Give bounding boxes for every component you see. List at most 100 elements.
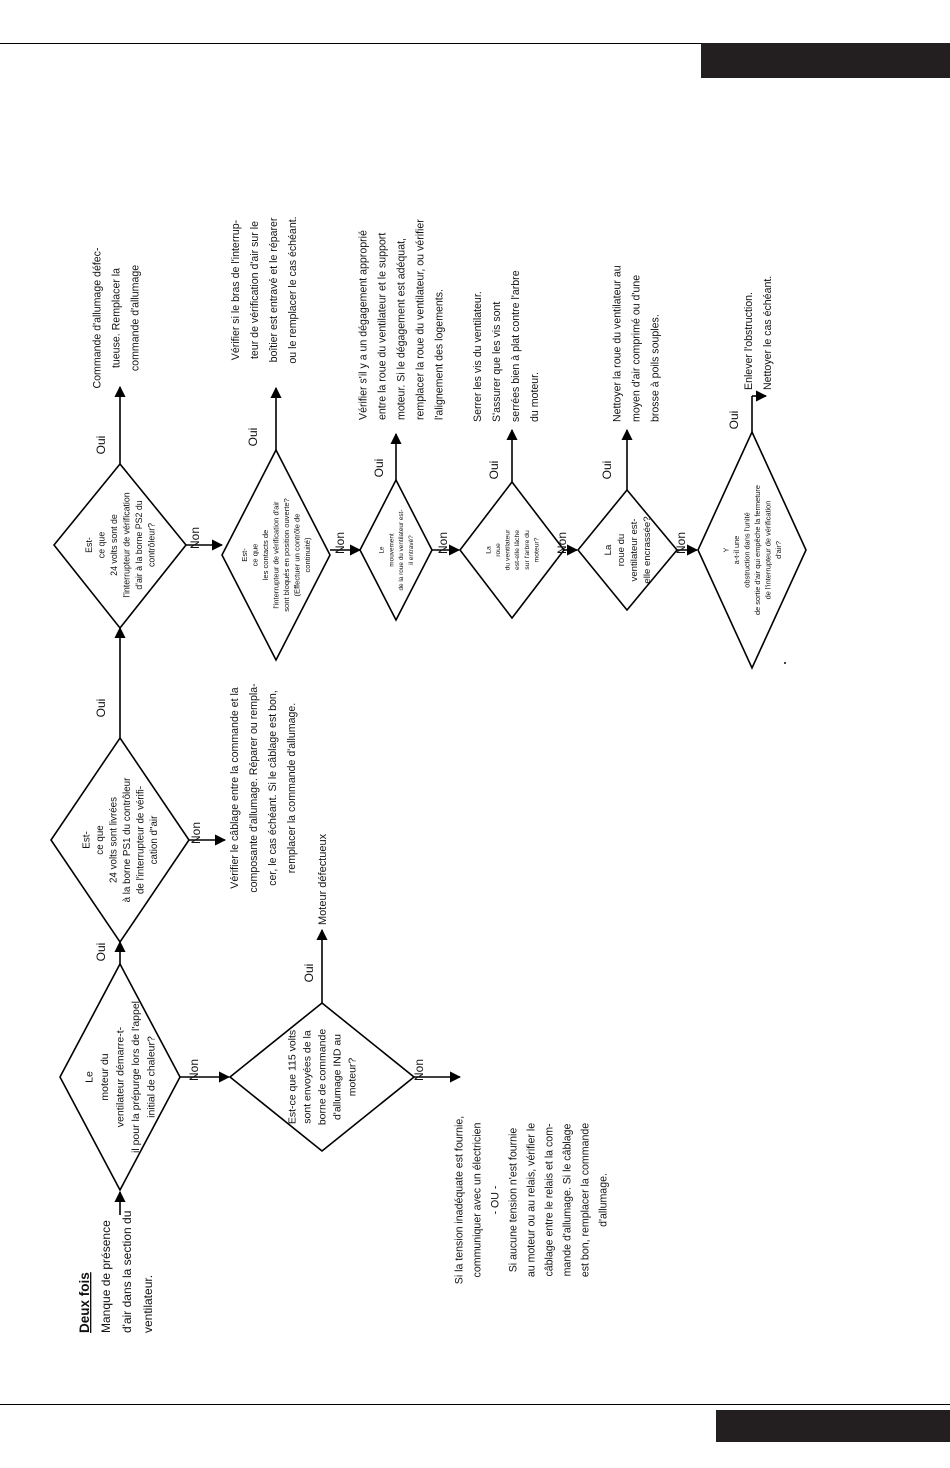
decision-text-d3-line: cation d"air xyxy=(149,815,160,864)
decision-text-d7-line: du ventilateur xyxy=(505,529,512,571)
title-line: ventilateur. xyxy=(141,1275,155,1333)
decision-text-d1-line: Le xyxy=(84,1071,96,1083)
oui-label: Oui xyxy=(94,943,108,962)
action-text-a1-line: - OU - xyxy=(490,1185,502,1214)
oui-label: Oui xyxy=(94,436,108,455)
decision-diamond-d9 xyxy=(697,430,807,670)
decision-diamond-d5 xyxy=(221,448,331,662)
oui-label: Oui xyxy=(727,411,741,430)
decision-text-d4-line: ce que xyxy=(96,532,106,559)
decision-text-d4-line: Est- xyxy=(84,537,94,553)
top-tab xyxy=(701,43,950,78)
decision-text-d7-line: La xyxy=(485,546,492,554)
action-text-a1-line: est bon, remplacer la commande xyxy=(580,1123,592,1277)
action-text-a6-line: l'alignement des logements. xyxy=(434,289,446,420)
action-text-a5-line: Vérifier si le bras de l'interrup- xyxy=(230,219,242,360)
decision-text-d2-line: sont envoyées de la xyxy=(302,1030,314,1124)
oui-label: Oui xyxy=(600,461,614,480)
non-label: Non xyxy=(333,532,347,554)
non-label: Non xyxy=(674,532,688,554)
decision-diamond-d3 xyxy=(50,736,190,944)
decision-text-d9-line: de l'interrupteur de vérification xyxy=(763,501,772,600)
decision-text-d9-line: obstruction dans l'unité xyxy=(742,512,751,587)
flowchart-title: Deux fois Manque de présence d'air dans la… xyxy=(77,1211,155,1333)
decision-text-d5-line: continuité) xyxy=(303,537,312,573)
action-text-a1-line: mande d'allumage. Si le câblage xyxy=(562,1124,574,1277)
action-text-a1-line: Si aucune tension n'est fournie xyxy=(508,1128,520,1273)
decision-diamond-d4 xyxy=(52,462,188,630)
action-text-a8-line: moyen d'air comprimé ou d'une xyxy=(631,275,643,422)
action-text-a7-line: S'assurer que les vis sont xyxy=(491,302,503,422)
decision-text-d6-line: Le xyxy=(379,546,386,554)
action-text-a4: Commande d'allumage défec-tueuse. Rempla… xyxy=(92,247,142,388)
action-text-a7-line: serrées bien à plat contre l'arbre xyxy=(510,270,522,422)
action-text-a6-line: remplacer la roue du ventilateur, ou vér… xyxy=(415,219,427,420)
action-text-a6-line: moteur. Si le dégagement est adéquat, xyxy=(396,238,408,420)
action-text-a7: Serrer les vis du ventilateur. S'assurer … xyxy=(472,270,541,422)
action-text-a3-line: composante d'allumage. Réparer ou rempla… xyxy=(248,683,260,893)
action-text-a1-line: câblage entre le relais et la com- xyxy=(544,1123,556,1277)
action-text-a9-line: Nettoyer le cas échéant. xyxy=(762,276,774,390)
decision-text-d6-line: de la roue du ventilateur est- xyxy=(398,510,405,591)
decision-text-d5-line: (Effectuer un contrôle de xyxy=(293,513,302,596)
non-label: Non xyxy=(188,527,202,549)
decision-text-d5-line: les contacts de xyxy=(261,530,270,581)
action-text-a1-line: au moteur ou au relais, vérifier le xyxy=(526,1123,538,1277)
decision-diamond-d6 xyxy=(359,478,433,622)
top-rule xyxy=(0,43,950,44)
decision-text-d7-line: sur l'arbre du xyxy=(524,530,531,570)
action-text-a5: Vérifier si le bras de l'interrup-teur d… xyxy=(230,216,299,363)
action-text-a3-line: remplacer la commande d'allumage. xyxy=(286,703,298,873)
oui-label: Oui xyxy=(372,459,386,478)
action-text-a2: Moteur défectueux xyxy=(317,833,329,925)
oui-label: Oui xyxy=(94,699,108,718)
decision-text-d7-line: roue xyxy=(495,543,502,557)
action-text-a3: Vérifier le câblage entre la commande et… xyxy=(229,683,298,893)
decision-text-d4-line: d'air à la borne PS2 du xyxy=(134,500,144,589)
decision-text-d9-line: a-t-il une xyxy=(732,536,741,565)
title-line: d'air dans la section du xyxy=(120,1211,134,1333)
decision-text-d9-line: de sortie d'air qui empêche la fermeture xyxy=(753,485,762,615)
action-text-a6: Vérifier s'il y a un dégagement appropri… xyxy=(358,219,446,420)
bottom-rule xyxy=(0,1404,950,1405)
decision-text-d5-line: Est- xyxy=(240,548,249,562)
action-text-a6-line: Vérifier s'il y a un dégagement appropri… xyxy=(358,230,370,420)
non-label: Non xyxy=(555,532,569,554)
decision-text-d1-line: ventilateur démarre-t- xyxy=(115,1026,127,1127)
decision-text-d4-line: l'interrupteur de vérification xyxy=(121,492,131,597)
bottom-tab xyxy=(716,1410,950,1442)
title-line: Manque de présence xyxy=(99,1220,113,1333)
decision-text-d5-line: ce que xyxy=(251,544,260,567)
action-text-a7-line: Serrer les vis du ventilateur. xyxy=(472,291,484,422)
action-text-a1-line: Si la tension inadéquate est fournie, xyxy=(454,1116,466,1284)
decision-text-d4-line: contrôleur? xyxy=(146,523,156,567)
action-text-a4-line: tueuse. Remplacer la xyxy=(111,268,123,368)
decision-text-d5-line: l'interrupteur de vérification d'air xyxy=(272,501,281,609)
title-underline-text: Deux fois xyxy=(77,1272,92,1333)
decision-text-d2-line: moteur? xyxy=(347,1058,359,1097)
non-label: Non xyxy=(187,1059,201,1081)
action-text-a9-line: Enlever l'obstruction. xyxy=(743,292,755,390)
decision-text-d7-line: est-elle lâche xyxy=(514,530,521,570)
oui-label: Oui xyxy=(246,428,260,447)
decision-text-d2-line: borne de commande xyxy=(317,1029,329,1125)
decision-text-d6-line: mouvement xyxy=(388,533,395,567)
action-text-a6-line: entre la roue du ventilateur et le suppo… xyxy=(377,233,389,420)
non-label: Non xyxy=(412,1059,426,1081)
decision-text-d3-line: de l'interrupteur de vérifi- xyxy=(136,786,147,894)
decision-text-d8-line: roue du xyxy=(616,534,627,567)
action-text-a3-line: cer, le cas échéant. Si le câblage est b… xyxy=(267,690,279,886)
decision-text-d5-line: sont bloqués en position ouverte? xyxy=(282,498,291,612)
action-text-a7-line: du moteur. xyxy=(529,372,541,422)
action-text-a5-line: ou le remplacer le cas échéant. xyxy=(287,216,299,363)
decision-shapes xyxy=(50,430,807,1192)
